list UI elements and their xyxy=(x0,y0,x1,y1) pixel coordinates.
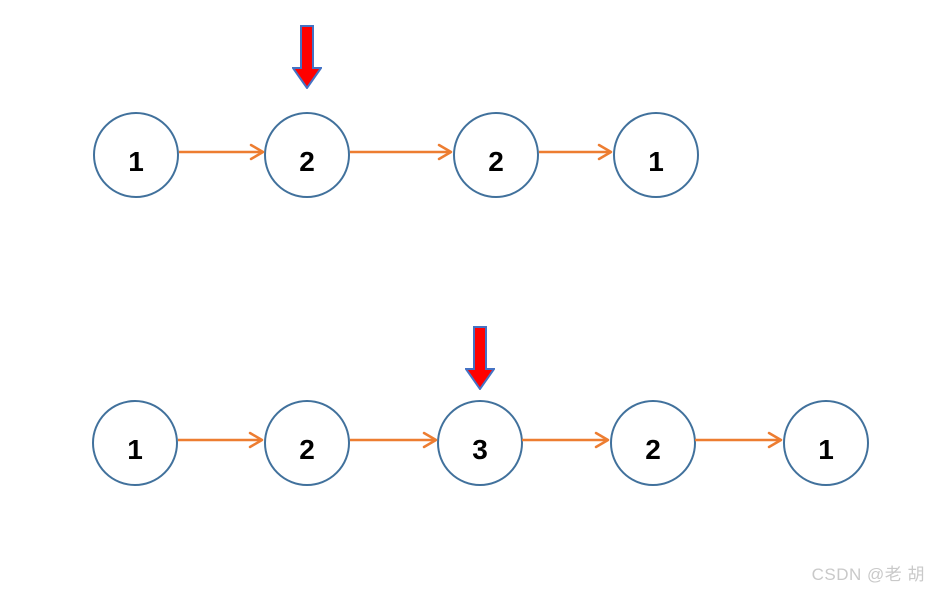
next-pointer-arrow-icon xyxy=(179,143,265,161)
next-pointer-arrow-icon xyxy=(522,431,610,449)
next-pointer-arrow-icon xyxy=(539,143,613,161)
csdn-watermark: CSDN @老 胡 xyxy=(811,565,925,584)
red-down-arrow-shape xyxy=(291,25,323,90)
list-node: 3 xyxy=(437,400,523,486)
node-value: 1 xyxy=(818,433,834,465)
node-value: 1 xyxy=(648,145,664,177)
list-node: 1 xyxy=(92,400,178,486)
red-down-arrow-icon xyxy=(291,25,323,90)
list-node: 1 xyxy=(613,112,699,198)
next-pointer-arrow-icon xyxy=(350,143,453,161)
node-value: 3 xyxy=(472,433,488,465)
node-value: 1 xyxy=(128,145,144,177)
list-node: 2 xyxy=(453,112,539,198)
list-node: 2 xyxy=(264,400,350,486)
node-value: 2 xyxy=(488,145,504,177)
node-value: 2 xyxy=(299,145,315,177)
node-value: 2 xyxy=(645,433,661,465)
next-pointer-arrow-icon xyxy=(178,431,264,449)
red-down-arrow-icon xyxy=(464,326,496,391)
node-value: 1 xyxy=(127,433,143,465)
node-value: 2 xyxy=(299,433,315,465)
list-node: 2 xyxy=(264,112,350,198)
list-node: 1 xyxy=(783,400,869,486)
list-node: 1 xyxy=(93,112,179,198)
next-pointer-arrow-icon xyxy=(695,431,783,449)
next-pointer-arrow-icon xyxy=(350,431,438,449)
red-down-arrow-shape xyxy=(464,326,496,391)
list-node: 2 xyxy=(610,400,696,486)
